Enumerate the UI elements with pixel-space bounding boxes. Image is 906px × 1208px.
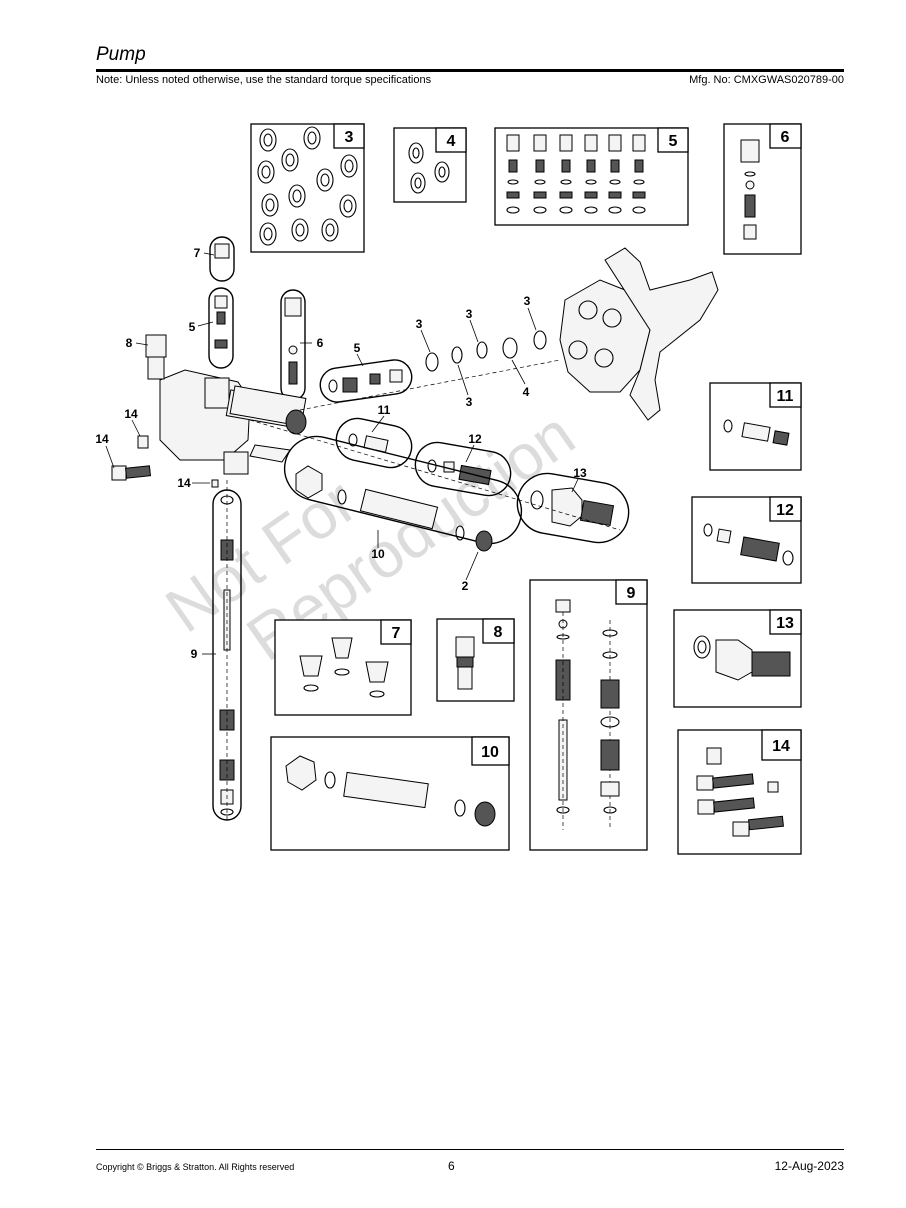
callout-14-b: 14: [95, 432, 109, 446]
callout-9: 9: [191, 647, 198, 661]
kit-box-10-label: 10: [481, 744, 499, 761]
callout-6: 6: [317, 336, 324, 350]
kit-box-9: 9: [529, 579, 648, 851]
group-5-vertical: [208, 287, 234, 369]
kit-box-14-label: 14: [772, 738, 790, 755]
kit-box-11: 11: [709, 382, 802, 471]
kit-box-9-label: 9: [627, 585, 636, 602]
callout-3-b: 3: [466, 307, 473, 321]
callout-12: 12: [468, 432, 482, 446]
callout-4: 4: [523, 385, 530, 399]
kit-box-8: 8: [436, 618, 515, 702]
callout-5-left: 5: [189, 320, 196, 334]
kit-box-8-label: 8: [494, 624, 503, 641]
callout-8: 8: [126, 336, 133, 350]
kit-box-7-label: 7: [392, 625, 401, 642]
callout-7: 7: [194, 246, 201, 260]
callout-13: 13: [573, 466, 587, 480]
kit-box-12: 12: [691, 496, 802, 584]
callout-10: 10: [371, 547, 385, 561]
group-11: [335, 417, 413, 469]
mounting-flange: [604, 247, 719, 421]
document-date: 12-Aug-2023: [774, 1159, 844, 1173]
kit-box-13-label: 13: [776, 615, 794, 632]
copyright: Copyright © Briggs & Stratton. All Right…: [96, 1162, 295, 1172]
callout-5-right: 5: [354, 341, 361, 355]
page-number: 6: [448, 1159, 455, 1173]
kit-box-3-label: 3: [345, 129, 354, 146]
kit-box-11-label: 11: [777, 388, 794, 405]
kit-box-14: 14: [677, 729, 802, 855]
kit-box-3: 3: [250, 123, 365, 253]
callout-14-a: 14: [124, 407, 138, 421]
kit-box-6-label: 6: [781, 129, 790, 146]
kit-box-10: 10: [270, 736, 510, 851]
kit-box-5-label: 5: [669, 133, 678, 150]
kit-box-7: 7: [274, 619, 412, 716]
main-assembly: [105, 236, 719, 821]
kit-box-4-label: 4: [447, 133, 456, 150]
torque-note: Note: Unless noted otherwise, use the st…: [96, 74, 432, 86]
callout-3-a: 3: [416, 317, 423, 331]
kit-box-6: 6: [723, 123, 802, 255]
group-7: [209, 236, 235, 282]
callout-3-c: 3: [524, 294, 531, 308]
mfg-number: Mfg. No: CMXGWAS020789-00: [689, 74, 844, 86]
kit-box-12-label: 12: [776, 502, 794, 519]
callout-14-c: 14: [177, 476, 191, 490]
seal-rings: [257, 126, 358, 246]
callout-11: 11: [378, 403, 391, 417]
kit-box-13: 13: [673, 609, 802, 708]
footer-rule: [96, 1149, 844, 1150]
header-rule: [96, 69, 844, 72]
group-10: [283, 435, 523, 545]
callout-3-d: 3: [466, 395, 473, 409]
kit-box-5: 5: [494, 127, 689, 226]
callouts: 7 5 8 6 5 3 3 3 3 4 11 12 13 14 14 14 10…: [95, 246, 587, 661]
group-5-horizontal: [319, 359, 413, 403]
page-title: Pump: [96, 44, 146, 65]
valve-assemblies: [506, 134, 646, 214]
callout-2: 2: [462, 579, 469, 593]
kit-box-4: 4: [393, 127, 467, 203]
